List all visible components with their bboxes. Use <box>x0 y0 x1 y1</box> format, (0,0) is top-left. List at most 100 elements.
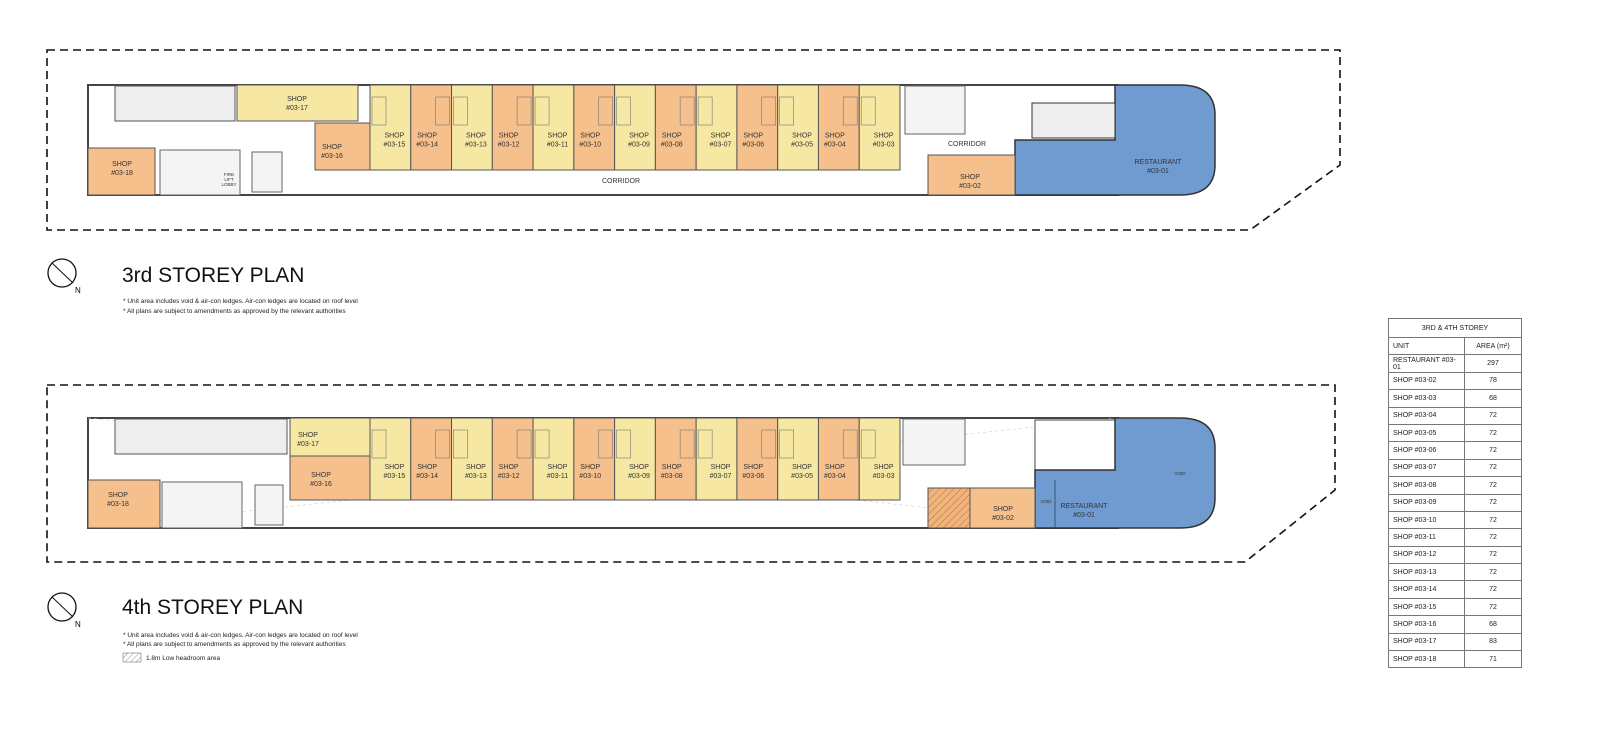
stair-icon <box>616 429 631 459</box>
shop-unit-03-18[interactable] <box>87 147 156 196</box>
stair-icon <box>679 96 695 126</box>
shop-label: SHOP <box>792 464 812 471</box>
shop-number: #03-11 <box>547 142 568 149</box>
shop-unit-03-12[interactable] <box>491 84 534 171</box>
shop-label: SHOP <box>629 464 649 471</box>
shop-label: SHOP <box>874 133 894 140</box>
shop-unit-03-12[interactable] <box>491 417 534 501</box>
shop-unit-03-13[interactable] <box>451 84 493 171</box>
shop-unit-03-07[interactable] <box>695 84 738 171</box>
stair-icon <box>779 429 794 459</box>
restaurant-label: RESTAURANT <box>1135 159 1183 166</box>
shop-unit-03-14[interactable] <box>410 84 453 171</box>
shop-label: SHOP <box>548 464 568 471</box>
stair-core <box>902 418 966 466</box>
stair-icon <box>516 96 532 126</box>
restaurant-number: #03-01 <box>1073 512 1095 519</box>
shop-label: SHOP <box>993 506 1013 513</box>
shop-number: #03-11 <box>547 473 568 480</box>
hatch-legend-swatch <box>122 652 142 663</box>
lift-core <box>1031 102 1116 139</box>
shop-number: #03-18 <box>107 501 129 508</box>
shop-unit-03-15[interactable] <box>369 84 412 171</box>
shop-unit-03-03[interactable] <box>858 84 901 171</box>
stair-icon <box>842 96 858 126</box>
area-cell: 72 <box>1464 597 1522 617</box>
shop-number: #03-15 <box>383 142 405 149</box>
shop-unit-03-11[interactable] <box>532 84 575 171</box>
unit-cell: SHOP #03-13 <box>1388 563 1465 582</box>
shop-number: #03-02 <box>959 183 981 190</box>
shop-unit-03-10[interactable] <box>573 417 616 501</box>
area-table-title: 3RD & 4TH STOREY <box>1388 318 1522 338</box>
plan-title: 3rd STOREY PLAN <box>122 264 304 287</box>
plan-title: 4th STOREY PLAN <box>122 596 303 619</box>
shop-unit-03-02[interactable] <box>927 154 1016 196</box>
shop-unit-03-09[interactable] <box>614 417 656 501</box>
stair-core <box>159 149 241 196</box>
shop-unit-03-14[interactable] <box>410 417 453 501</box>
shop-unit-03-13[interactable] <box>451 417 493 501</box>
area-cell: 72 <box>1464 580 1522 599</box>
shop-unit-03-09[interactable] <box>614 84 656 171</box>
shop-unit-03-05[interactable] <box>777 417 819 501</box>
stair-icon <box>371 429 387 459</box>
stair-icon <box>435 429 450 459</box>
unit-cell: SHOP #03-17 <box>1388 632 1465 652</box>
hatch-legend-label: 1.8m Low headroom area <box>146 655 220 662</box>
area-cell: 72 <box>1464 510 1522 530</box>
shop-unit-03-15[interactable] <box>369 417 412 501</box>
area-cell: 297 <box>1464 354 1522 373</box>
shop-unit-03-10[interactable] <box>573 84 616 171</box>
unit-cell: SHOP #03-02 <box>1388 371 1465 391</box>
area-cell: 72 <box>1464 528 1522 547</box>
low-headroom-area <box>927 487 971 529</box>
restaurant-unit[interactable] <box>1014 84 1216 196</box>
stair-icon <box>679 429 695 459</box>
shop-unit-03-08[interactable] <box>654 84 697 171</box>
shop-unit-03-17[interactable] <box>289 417 371 457</box>
unit-cell: SHOP #03-09 <box>1388 493 1465 512</box>
shop-unit-03-18[interactable] <box>87 479 161 529</box>
escalator <box>114 85 236 122</box>
shop-unit-03-06[interactable] <box>736 84 779 171</box>
area-cell: 72 <box>1464 476 1522 495</box>
restaurant-unit[interactable] <box>1034 417 1216 529</box>
shop-number: #03-09 <box>628 473 650 480</box>
stair-core <box>161 481 243 529</box>
shop-row: SHOP#03-15SHOP#03-14SHOP#03-13SHOP#03-12… <box>369 417 901 501</box>
stair-icon <box>534 429 550 459</box>
shop-unit-03-04[interactable] <box>817 84 860 171</box>
stair-icon <box>616 96 631 126</box>
area-cell: 72 <box>1464 423 1522 443</box>
plan-4th-storey: SHOP#03-15SHOP#03-14SHOP#03-13SHOP#03-12… <box>46 384 1336 663</box>
stair-icon <box>860 96 876 126</box>
shop-unit-03-03[interactable] <box>858 417 901 501</box>
shop-label: SHOP <box>580 464 600 471</box>
unit-cell: SHOP #03-11 <box>1388 528 1465 547</box>
stair-icon <box>598 429 613 459</box>
unit-cell: SHOP #03-14 <box>1388 580 1465 599</box>
shop-unit-03-16[interactable] <box>314 122 371 171</box>
shop-number: #03-12 <box>498 142 520 149</box>
void-label: VOID <box>1040 499 1052 504</box>
shop-unit-03-17[interactable] <box>236 84 359 122</box>
shop-unit-03-16[interactable] <box>289 455 371 501</box>
shop-unit-03-04[interactable] <box>817 417 860 501</box>
shop-unit-03-05[interactable] <box>777 84 819 171</box>
stair-icon <box>435 96 450 126</box>
unit-cell: SHOP #03-16 <box>1388 615 1465 634</box>
shop-number: #03-14 <box>416 473 438 480</box>
shop-unit-03-06[interactable] <box>736 417 779 501</box>
unit-cell: SHOP #03-08 <box>1388 476 1465 495</box>
shop-unit-03-11[interactable] <box>532 417 575 501</box>
shop-label: SHOP <box>960 174 980 181</box>
area-cell: 68 <box>1464 389 1522 408</box>
